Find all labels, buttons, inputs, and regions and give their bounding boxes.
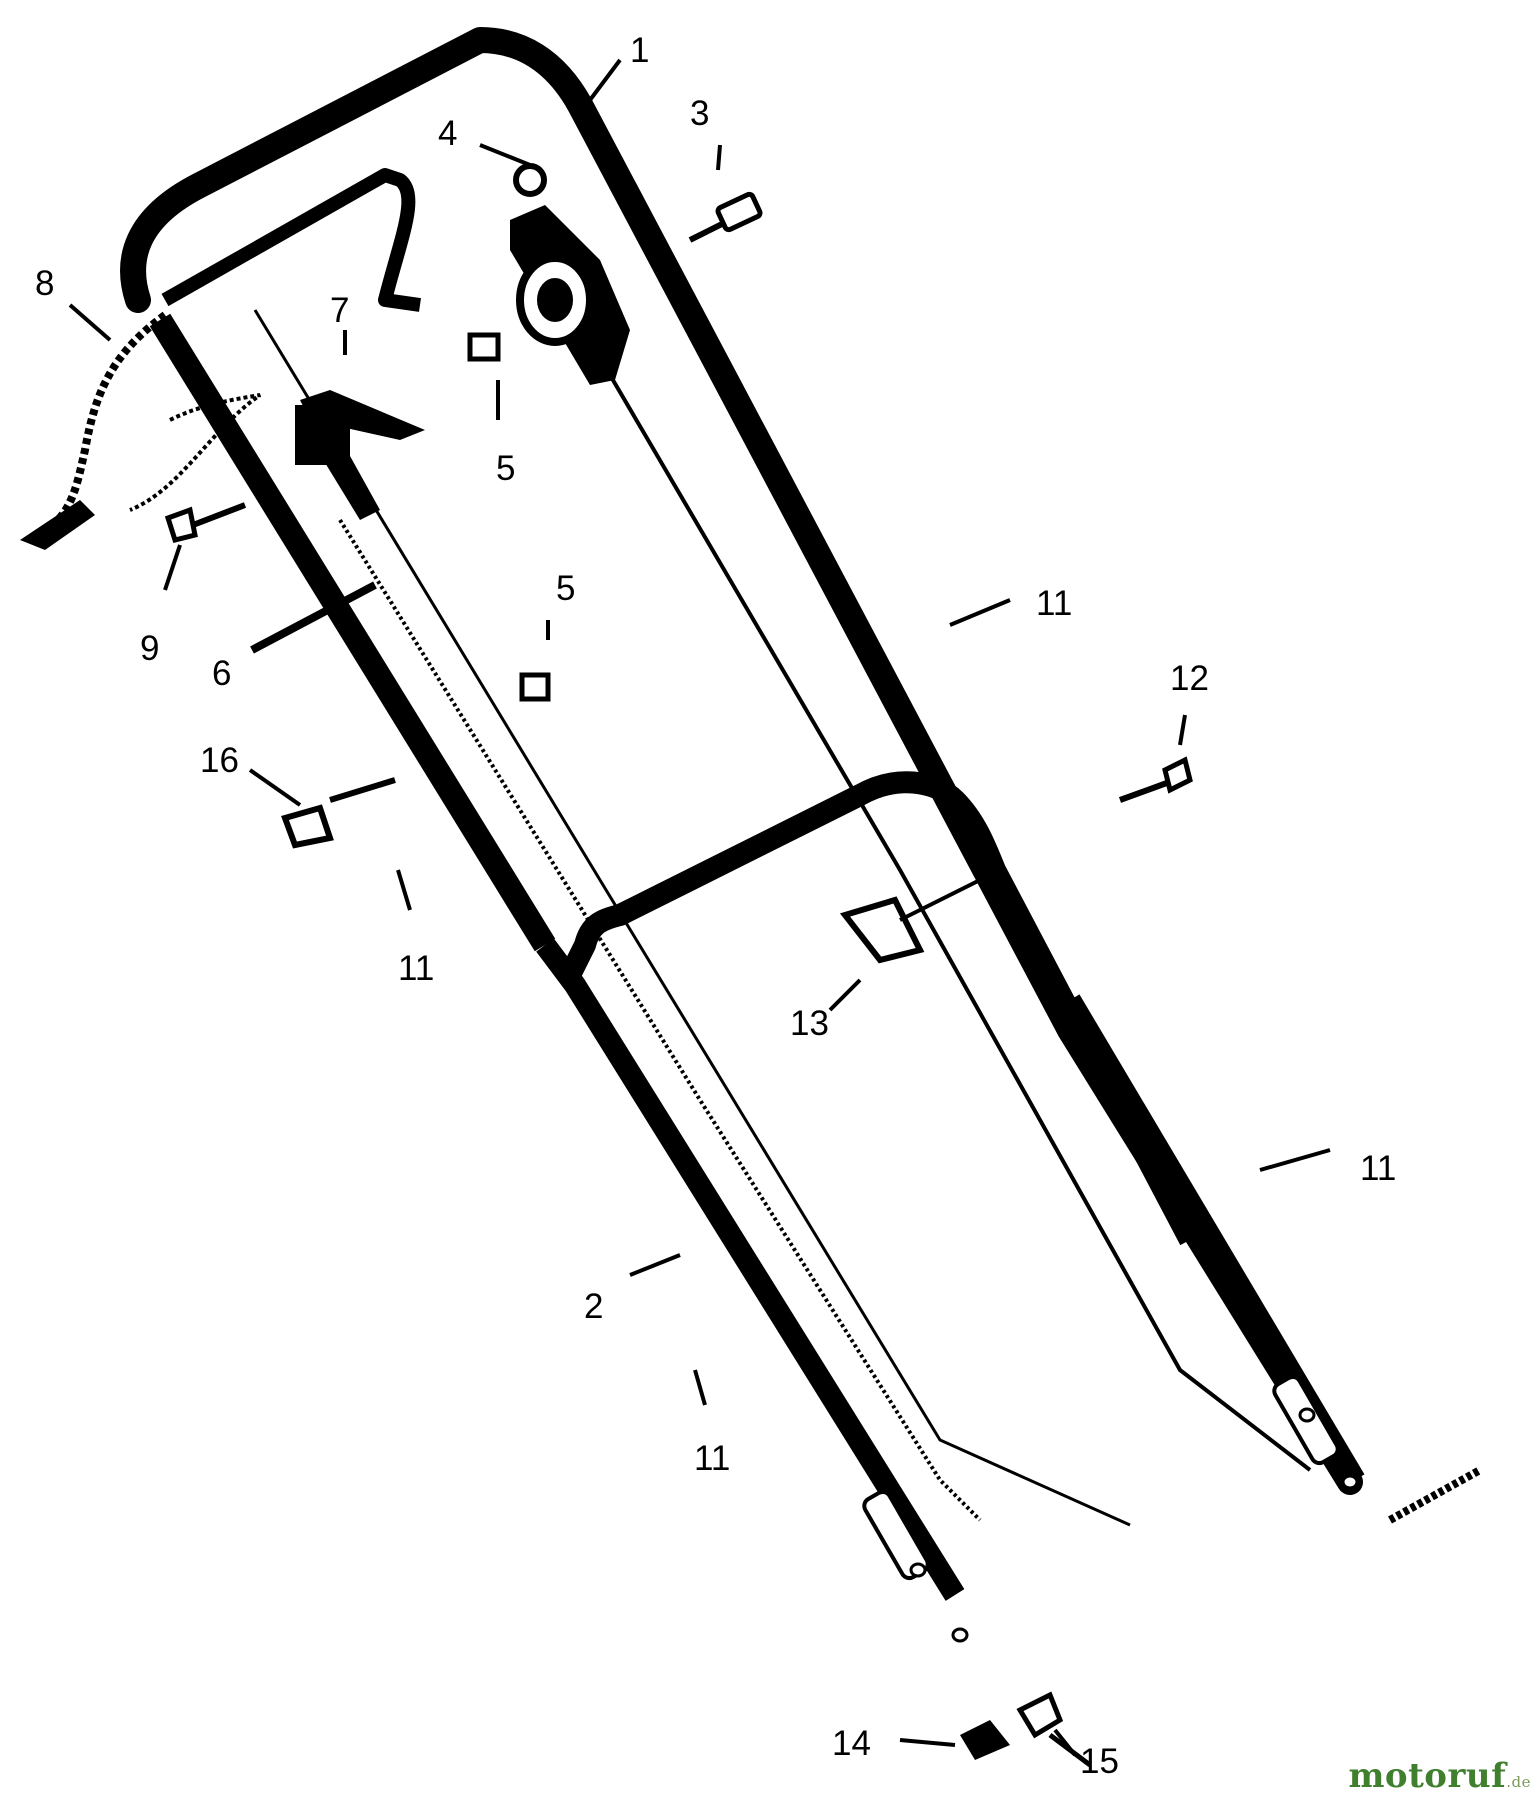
leg-end-left-hole (909, 1562, 927, 1578)
watermark-tld: .de (1506, 1773, 1531, 1791)
callout-7: 7 (330, 291, 349, 330)
callout-11-right: 11 (1360, 1149, 1396, 1188)
callout-3: 3 (690, 94, 709, 133)
control-box (510, 163, 630, 385)
callout-9: 9 (140, 629, 159, 668)
spring-right (1388, 1466, 1482, 1524)
callout-15: 15 (1080, 1742, 1119, 1781)
knob-12 (1118, 756, 1193, 803)
callout-1: 1 (630, 31, 649, 70)
watermark-brand: motoruf (1348, 1756, 1507, 1796)
callout-13: 13 (790, 1004, 829, 1043)
callout-11-left: 11 (398, 949, 434, 988)
bolt-9 (164, 502, 247, 543)
bolt-3 (688, 191, 763, 243)
callout-5-middle: 5 (556, 569, 575, 608)
upper-handle-left-leg (149, 313, 556, 952)
knob-13 (839, 868, 1001, 964)
starter-rope-handle (20, 500, 95, 550)
nut-5-upper (467, 332, 501, 362)
upper-handle-right-leg (120, 27, 1363, 1495)
callout-11-bottom: 11 (694, 1439, 730, 1478)
cable-main (608, 373, 1312, 1472)
callout-2: 2 (584, 1287, 603, 1326)
callout-14: 14 (832, 1724, 871, 1763)
leg-end-right-hole (1298, 1407, 1316, 1423)
callout-12: 12 (1170, 659, 1209, 698)
watermark-logo: motoruf.de (1348, 1756, 1531, 1796)
callout-16: 16 (200, 741, 239, 780)
leader-lines (68, 58, 1331, 1757)
leg-end-right-hole-2 (1341, 1474, 1359, 1490)
knob-16 (281, 777, 396, 849)
callout-5-upper: 5 (496, 449, 515, 488)
callout-11-top: 11 (1036, 584, 1072, 623)
callout-6: 6 (212, 654, 231, 693)
cable-throttle (338, 518, 982, 1522)
pin-6 (250, 581, 377, 654)
control-bail (161, 168, 421, 312)
cable-secondary (253, 309, 1131, 1527)
starter-rope-loop (129, 393, 262, 512)
lower-handle-left-leg (536, 938, 965, 1601)
lower-handle-crossbar (560, 771, 1200, 1246)
starter-rope (28, 311, 168, 544)
leg-end-left-hole-2 (951, 1627, 969, 1643)
callout-4: 4 (438, 114, 457, 153)
nut-5-middle (519, 672, 551, 702)
throttle-lever (295, 390, 425, 520)
callout-8: 8 (35, 264, 54, 303)
cable-bracket-14-15 (960, 1691, 1092, 1767)
